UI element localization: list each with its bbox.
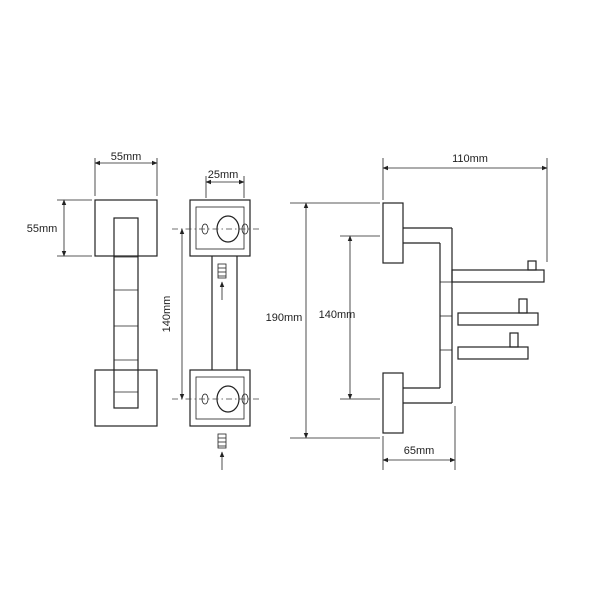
- side-view: 190mm 140mm 110mm 65mm: [266, 153, 548, 470]
- bottom-mount-plate: [94, 369, 158, 427]
- bottom-bracket: [189, 369, 251, 427]
- bracket-view: 25mm 140mm: [161, 169, 262, 470]
- front-width-label: 55mm: [111, 151, 142, 163]
- hook-tip-3: [509, 332, 519, 348]
- side-top-plate: [382, 202, 404, 264]
- top-bracket-inner: [195, 206, 245, 250]
- front-height-label: 55mm: [27, 223, 58, 235]
- hook-arm-2: [457, 312, 539, 326]
- top-mount-plate: [94, 199, 158, 257]
- base-depth-label: 65mm: [404, 445, 435, 457]
- hook-tip-1: [527, 260, 537, 271]
- front-view: 55mm 55mm: [27, 151, 158, 427]
- bracket-width-label: 25mm: [208, 169, 239, 181]
- hole-spacing-label: 140mm: [161, 296, 173, 333]
- total-height-label: 190mm: [266, 312, 303, 324]
- side-spacing-label: 140mm: [319, 309, 356, 321]
- hook-arm-1: [451, 269, 545, 283]
- hook-tip-2: [518, 298, 528, 314]
- set-screw: [217, 433, 227, 449]
- hook-arm-3: [457, 346, 529, 360]
- set-screw: [217, 263, 227, 279]
- top-bracket: [189, 199, 251, 257]
- hook-column: [113, 217, 139, 409]
- side-depth-label: 110mm: [452, 153, 488, 165]
- bottom-bracket-inner: [195, 376, 245, 420]
- side-bottom-plate: [382, 372, 404, 434]
